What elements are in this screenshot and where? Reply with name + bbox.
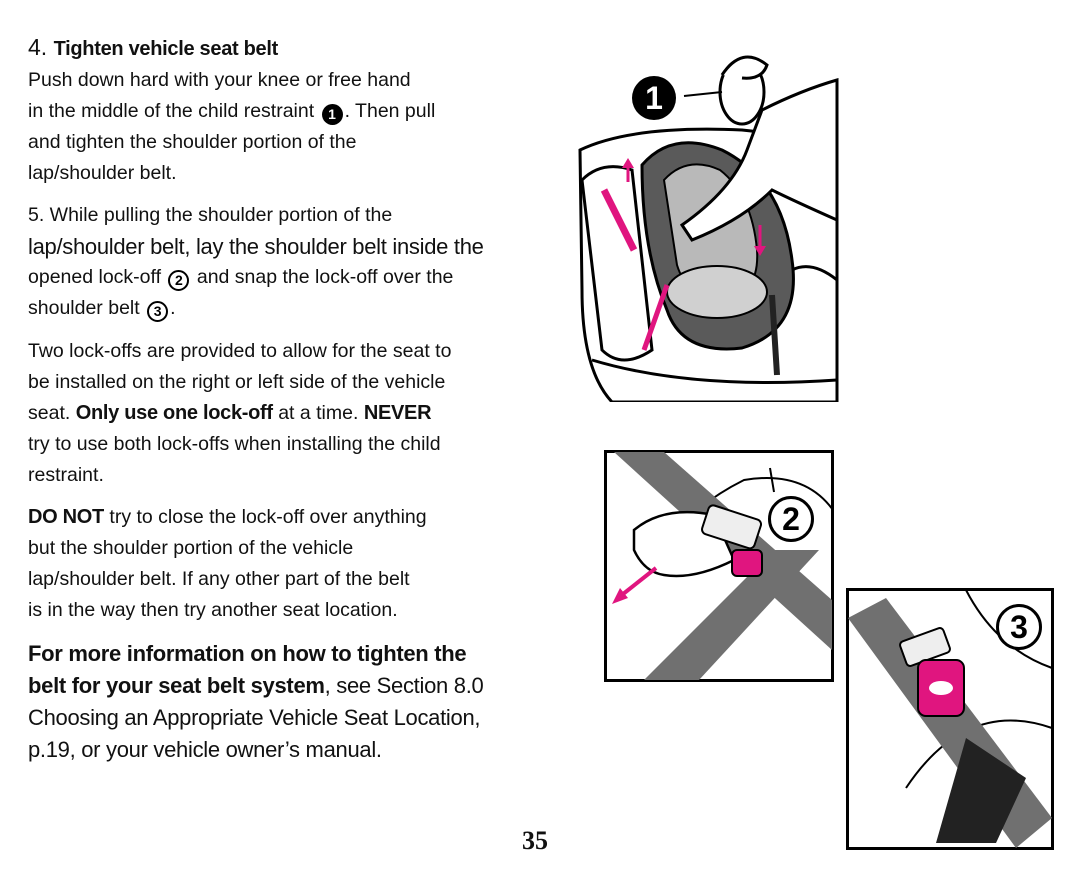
step-5-line-3a: opened lock-off <box>28 266 161 288</box>
page-number: 35 <box>522 826 548 855</box>
step-4-heading: 4. Tighten vehicle seat belt <box>28 32 435 65</box>
do-not-emphasis: DO NOT <box>28 506 104 528</box>
step-5-line-3b: and snap the lock-off over the <box>196 266 454 288</box>
lockoffs-line-3a: seat. <box>28 402 71 424</box>
more-info-line-2: belt for your seat belt system, see Sect… <box>28 670 484 702</box>
more-info-line-2b: , see Section 8.0 <box>324 673 484 698</box>
figure-2-lock-off: 2 <box>604 450 834 682</box>
step-4-line-2b: . Then pull <box>344 100 436 122</box>
figure-2-number: 2 <box>768 496 814 542</box>
figure-1-illustration <box>578 55 839 404</box>
lockoffs-line-3c: at a time. <box>278 402 359 424</box>
step-5-line-4b: . <box>170 297 176 319</box>
do-not-line-1b: try to close the lock-off over anything <box>109 506 427 528</box>
more-info-paragraph: For more information on how to tighten t… <box>28 638 484 766</box>
step-5-line-1: 5. While pulling the shoulder portion of… <box>28 204 393 226</box>
step-badge-3: 3 <box>147 301 169 322</box>
step-4-line-2: in the middle of the child restraint 1. … <box>28 96 435 127</box>
step-5-line-4a: shoulder belt <box>28 297 140 319</box>
do-not-line-1: DO NOT try to close the lock-off over an… <box>28 502 427 533</box>
step-badge-1: 1 <box>321 104 343 125</box>
more-info-emphasis: belt for your seat belt system <box>28 673 325 698</box>
lockoffs-emphasis: Only use one lock-off <box>75 402 273 424</box>
step-4-number: 4. <box>28 34 48 60</box>
step-4-line-2a: in the middle of the child restraint <box>28 100 315 122</box>
figure-3-lock-off-closed: 3 <box>846 588 1054 850</box>
more-info-line-3: Choosing an Appropriate Vehicle Seat Loc… <box>28 705 481 730</box>
more-info-line-4: p.19, or your vehicle owner’s manual. <box>28 737 382 762</box>
step-4-line-1: Push down hard with your knee or free ha… <box>28 69 411 91</box>
step-5-line-2: lap/shoulder belt, lay the shoulder belt… <box>28 234 484 259</box>
lockoffs-never: NEVER <box>363 402 432 424</box>
lockoffs-line-3: seat. Only use one lock-off at a time. N… <box>28 398 451 429</box>
step-5-line-3: opened lock-off 2 and snap the lock-off … <box>28 262 484 293</box>
lockoffs-line-1: Two lock-offs are provided to allow for … <box>28 340 452 362</box>
figure-2-illustration <box>604 450 834 682</box>
step-4-title: Tighten vehicle seat belt <box>53 38 279 60</box>
figure-1-number: 1 <box>632 76 676 120</box>
lockoffs-line-4: try to use both lock-offs when installin… <box>28 433 441 455</box>
figure-3-number: 3 <box>996 604 1042 650</box>
step-5: 5. While pulling the shoulder portion of… <box>28 200 484 324</box>
lockoffs-line-5: restraint. <box>28 464 104 486</box>
do-not-paragraph: DO NOT try to close the lock-off over an… <box>28 502 427 626</box>
step-4: 4. Tighten vehicle seat belt Push down h… <box>28 32 435 189</box>
do-not-line-3: lap/shoulder belt. If any other part of … <box>28 568 410 590</box>
more-info-line-1: For more information on how to tighten t… <box>28 641 467 666</box>
step-5-line-4: shoulder belt 3. <box>28 293 484 324</box>
do-not-line-4: is in the way then try another seat loca… <box>28 599 398 621</box>
step-4-line-3: and tighten the shoulder portion of the <box>28 131 357 153</box>
figure-1-installation: 1 <box>572 30 840 404</box>
lockoffs-line-2: be installed on the right or left side o… <box>28 371 446 393</box>
do-not-line-2: but the shoulder portion of the vehicle <box>28 537 354 559</box>
step-badge-2: 2 <box>168 270 190 291</box>
step-4-line-4: lap/shoulder belt. <box>28 162 177 184</box>
lockoffs-paragraph: Two lock-offs are provided to allow for … <box>28 336 451 491</box>
